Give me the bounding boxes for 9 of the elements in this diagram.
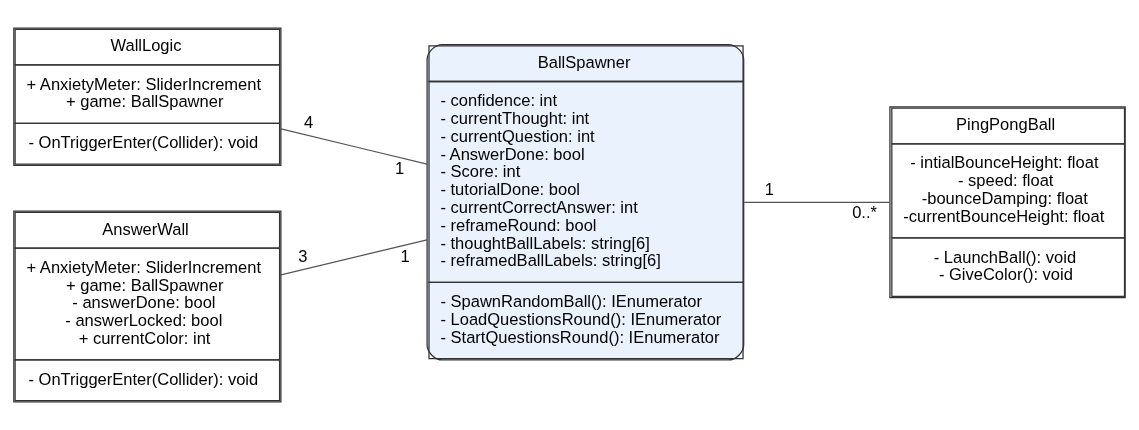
label: 1 [400,246,410,266]
label: 3 [298,246,308,266]
connector [743,201,891,203]
connector [280,128,428,165]
label: 4 [303,112,314,132]
label: 0..* [852,203,877,223]
label: 1 [395,159,405,179]
label: 1 [764,179,775,199]
connector [280,239,428,276]
